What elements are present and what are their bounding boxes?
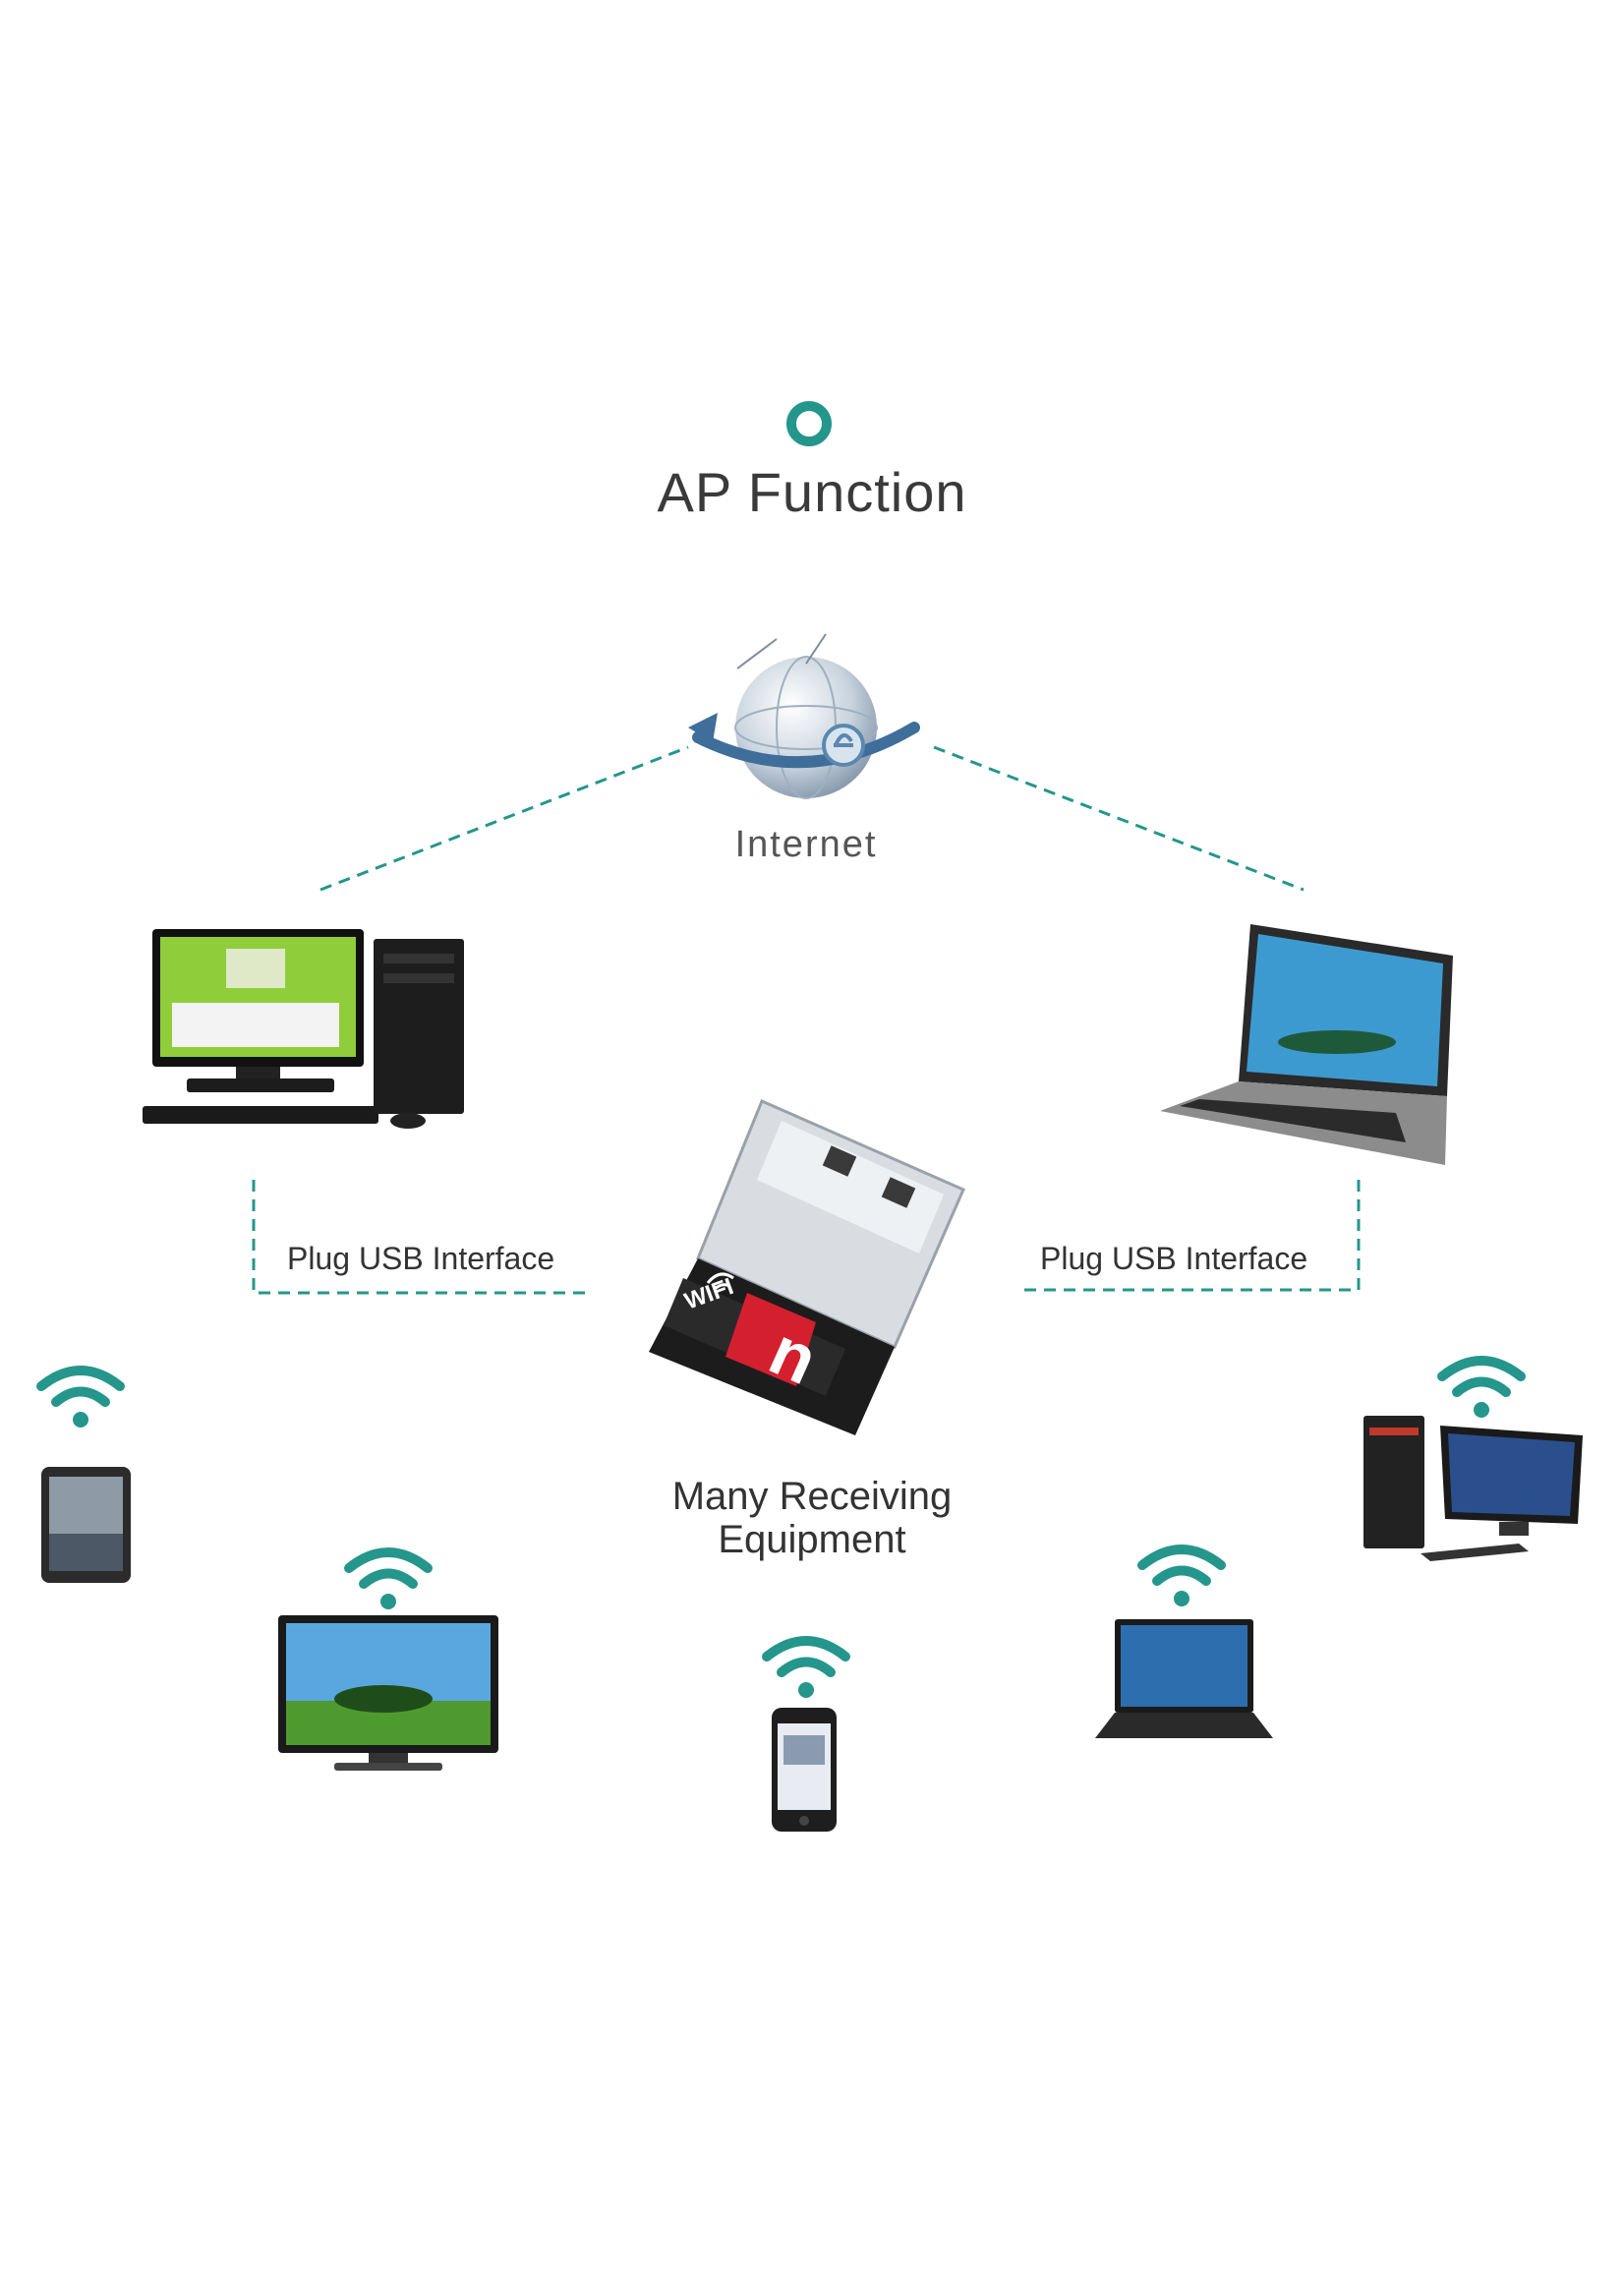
many-receiving-line2: Equipment: [718, 1518, 906, 1561]
usb-interface-label-left: Plug USB Interface: [287, 1241, 555, 1276]
wifi-icon: [344, 1547, 433, 1609]
laptop-image: [1160, 924, 1453, 1165]
usb-interface-label-right: Plug USB Interface: [1040, 1241, 1308, 1276]
wifi-icon: [762, 1636, 850, 1698]
wifi-icon: [1137, 1545, 1226, 1606]
tv-image: [278, 1615, 498, 1771]
tablet-image: [41, 1467, 131, 1583]
internet-label: Internet: [734, 824, 878, 865]
internet-globe-icon: [688, 633, 920, 799]
small-laptop-image: [1095, 1619, 1273, 1738]
usb-wifi-adapter-image: n WIFI: [649, 1099, 965, 1435]
many-receiving-label: Many Receiving Equipment: [615, 1475, 1009, 1561]
desktop-monitor-image: [1363, 1416, 1583, 1561]
page-title: AP Function: [657, 461, 967, 523]
desktop-computer-image: [143, 929, 464, 1129]
smartphone-image: [772, 1708, 837, 1832]
accent-ring-icon: [786, 401, 832, 446]
wifi-icon: [1437, 1356, 1526, 1418]
wifi-icon: [36, 1366, 125, 1428]
many-receiving-line1: Many Receiving: [671, 1475, 953, 1518]
